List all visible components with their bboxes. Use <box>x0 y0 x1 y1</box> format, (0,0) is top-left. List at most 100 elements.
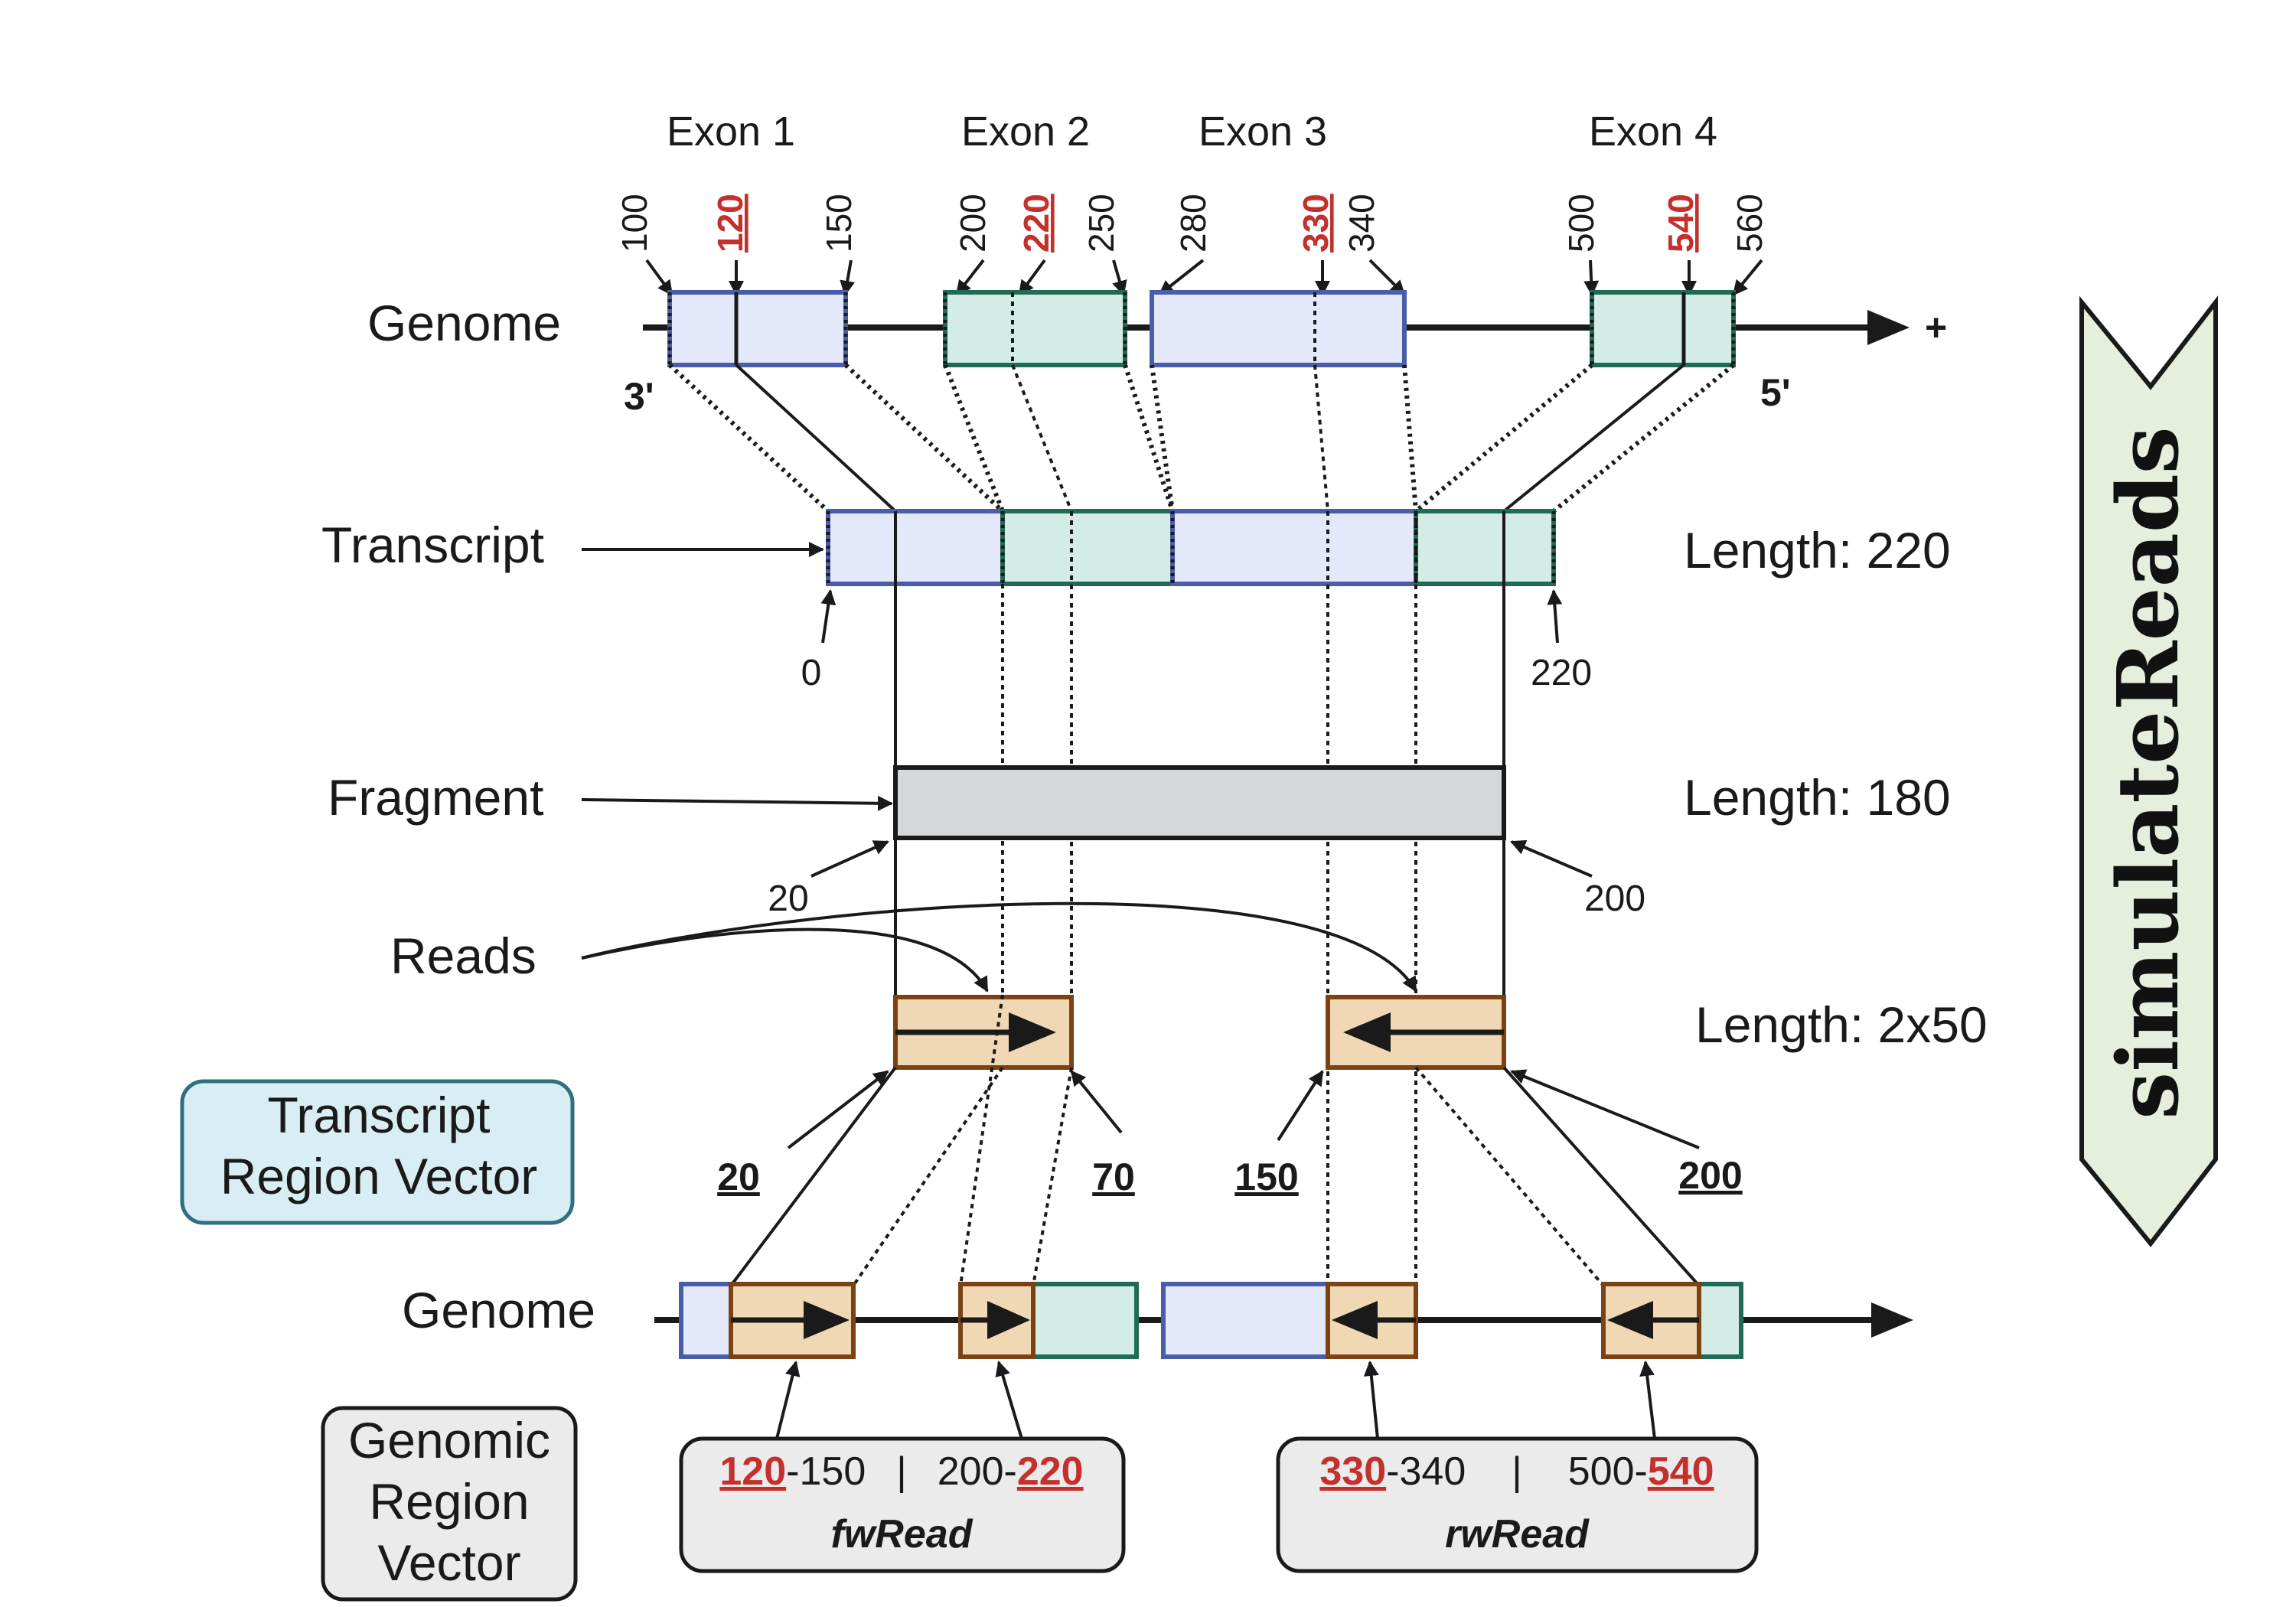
rw-vector-start-red: 330 <box>1319 1449 1386 1494</box>
tick-arrow-280 <box>1158 259 1205 296</box>
fw-read-vector-coords: 120-150 | 200-220 <box>719 1449 1083 1494</box>
read-fw-end: 70 <box>1092 1156 1135 1198</box>
reads-length: Length: 2x50 <box>1695 996 1988 1053</box>
fragment-label: Fragment <box>328 769 543 826</box>
forward-read-arrow-icon <box>1009 1012 1056 1052</box>
exon-4-label: Exon 4 <box>1589 109 1717 155</box>
fw-segment-2-arrow-icon <box>987 1301 1030 1339</box>
reads-label: Reads <box>390 927 536 984</box>
transcript-end-arrow <box>1547 589 1563 644</box>
tick-arrow-340 <box>1368 259 1406 296</box>
read-rw-end-arrow <box>1510 1069 1700 1149</box>
rw-vector-sep: | <box>1512 1449 1522 1494</box>
read-rw-start-arrow <box>1277 1070 1324 1142</box>
genomic-region-vector-line2: Region <box>369 1473 529 1530</box>
tick-280: 280 <box>1173 194 1213 253</box>
fw-segment-1-arrow-icon <box>804 1301 850 1339</box>
genome-top-arrowhead <box>1867 310 1910 345</box>
tick-250: 250 <box>1081 194 1121 253</box>
genomic-region-vector-line1: Genomic <box>348 1412 550 1468</box>
banner-title: simulateReads <box>2099 426 2197 1119</box>
transcript-label: Transcript <box>321 517 544 573</box>
tick-arrow-200 <box>955 259 985 296</box>
genome-to-transcript-mapping <box>667 363 1735 513</box>
rw-vector-a-rest: -340 <box>1386 1449 1466 1494</box>
genomic-region-vector-line3: Vector <box>377 1534 520 1591</box>
tick-100: 100 <box>615 194 654 253</box>
reads-pointer-arrow-rw <box>581 901 1417 993</box>
fragment-pointer-arrow <box>581 795 893 811</box>
read-fw-start: 20 <box>717 1156 760 1198</box>
tick-arrow-100 <box>645 259 673 296</box>
simulate-reads-banner: simulateReads <box>2079 295 2218 1247</box>
genome-tick-labels: 100 120 150 200 220 250 280 330 340 500 … <box>615 194 1769 253</box>
transcript-region-vector-box: Transcript Region Vector <box>180 1079 575 1225</box>
read-fw-start-arrow <box>787 1070 889 1149</box>
fw-vector-sep: | <box>896 1449 907 1494</box>
fragment-length: Length: 180 <box>1684 769 1951 826</box>
plus-strand-label: + <box>1925 306 1947 349</box>
tick-150: 150 <box>819 194 859 253</box>
read-to-genome-mapping <box>729 994 1701 1287</box>
fragment-start-position: 20 <box>768 878 808 919</box>
transcript-exon-2 <box>1000 509 1175 586</box>
genome-bottom-label: Genome <box>402 1282 595 1338</box>
genome-exon-4 <box>1590 290 1736 367</box>
transcript-exon-3 <box>1170 509 1418 586</box>
tick-arrow-220 <box>1018 259 1046 296</box>
rw-read-name: rwRead <box>1445 1512 1590 1556</box>
rw-segment-1-arrow-icon <box>1332 1301 1378 1339</box>
tick-arrow-250 <box>1112 259 1127 296</box>
reverse-read-arrow-icon <box>1343 1012 1391 1052</box>
transcript-region-vector-line1: Transcript <box>268 1087 491 1143</box>
transcript-exon-4 <box>1414 509 1556 586</box>
banner-chevron-shape <box>2079 295 2218 1247</box>
genome-bottom-read-segments <box>729 1282 1701 1359</box>
rw-vector-arrow-1 <box>1363 1361 1379 1439</box>
reads-pointer-arrow-fw <box>581 927 989 993</box>
transcript-track <box>826 509 1556 586</box>
fw-vector-start-red: 120 <box>719 1449 786 1494</box>
genomic-region-vector-box: Genomic Region Vector <box>321 1406 578 1602</box>
genome-exon-1 <box>667 290 848 367</box>
read-rw-start: 150 <box>1234 1156 1298 1198</box>
rw-vector-arrow-2 <box>1639 1361 1656 1439</box>
fw-vector-arrow-2 <box>995 1361 1023 1439</box>
exon-3-label: Exon 3 <box>1199 109 1327 155</box>
fw-vector-arrow-1 <box>775 1361 801 1439</box>
genome-exon-3 <box>1150 290 1407 367</box>
read-rw-end: 200 <box>1678 1154 1742 1197</box>
rw-vector-end-red: 540 <box>1648 1449 1714 1494</box>
genome-bottom-arrowhead <box>1871 1302 1913 1338</box>
tick-560: 560 <box>1730 194 1769 253</box>
tick-500: 500 <box>1561 194 1601 253</box>
transcript-start-position: 0 <box>801 653 822 693</box>
tick-340: 340 <box>1342 194 1381 253</box>
forward-read <box>893 995 1074 1070</box>
genome-tick-arrows <box>645 259 1763 296</box>
tick-arrow-150 <box>840 259 855 296</box>
transcript-exon-1 <box>826 509 1005 586</box>
genome-top-exons <box>667 290 1736 367</box>
exon-labels: Exon 1 Exon 2 Exon 3 Exon 4 <box>667 109 1717 155</box>
fw-read-vector-box: 120-150 | 200-220 fwRead <box>679 1436 1126 1573</box>
reverse-read <box>1326 995 1506 1070</box>
read-fw-end-arrow <box>1070 1070 1123 1134</box>
fw-read-name: fwRead <box>831 1512 974 1556</box>
fw-vector-b-rest: 200- <box>938 1449 1017 1494</box>
genome-exon-2 <box>943 290 1127 367</box>
genome-top-label: Genome <box>367 295 561 351</box>
rw-segment-2-arrow-icon <box>1607 1301 1653 1339</box>
tick-arrow-500 <box>1583 259 1600 296</box>
transcript-end-position: 220 <box>1531 653 1592 693</box>
rw-read-vector-box: 330-340|500-540 rwRead <box>1276 1436 1759 1573</box>
tick-220: 220 <box>1016 194 1056 253</box>
transcript-length: Length: 220 <box>1684 522 1951 579</box>
fragment-end-position: 200 <box>1584 878 1645 919</box>
tick-120: 120 <box>710 194 750 253</box>
tick-200: 200 <box>953 194 993 253</box>
fw-vector-end-red: 220 <box>1017 1449 1084 1494</box>
transcript-start-arrow <box>820 589 837 644</box>
tick-arrow-560 <box>1732 259 1763 296</box>
fw-vector-a-rest: -150 <box>786 1449 866 1494</box>
